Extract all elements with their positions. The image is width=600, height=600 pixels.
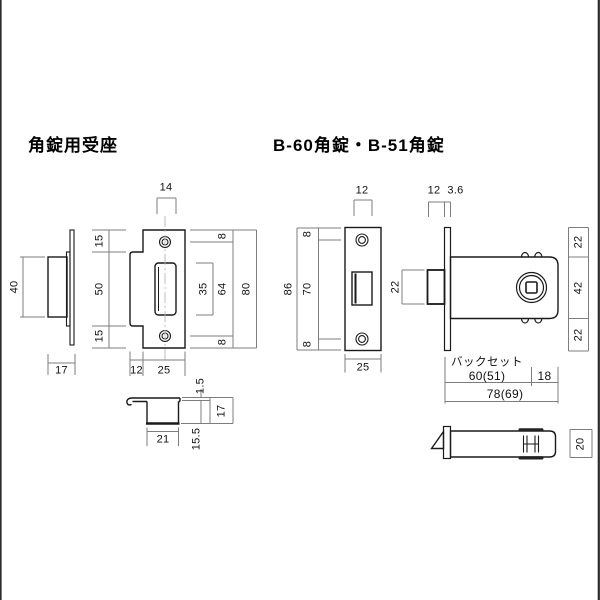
strike-latch-slot (154, 262, 177, 316)
dim-strike-width-25: 25 (157, 364, 171, 376)
dim-lock-total-86: 86 (282, 282, 295, 296)
dim-side-seg-42: 42 (572, 281, 584, 295)
strike-section-plate-top (126, 397, 180, 406)
lock-side-view (426, 226, 559, 352)
lock-latch-slot (351, 271, 373, 306)
lock-front-view (344, 226, 382, 352)
dim-bolt-height-22: 22 (389, 280, 401, 294)
dim-lock-mid-70: 70 (301, 282, 314, 296)
dim-side-seg-22-top: 22 (572, 235, 584, 249)
dim-strike-total-80: 80 (240, 282, 252, 296)
dim-lock-edge-8-top: 8 (301, 230, 314, 238)
dim-lock-slot-12: 12 (355, 184, 369, 197)
latch-unit-view (430, 425, 557, 460)
dim-lock-width-25: 25 (356, 361, 370, 373)
strike-side-view (47, 229, 75, 346)
dim-strike-slot-35: 35 (197, 282, 210, 296)
dim-section-total-17: 17 (215, 404, 227, 417)
strike-section-box-walls (146, 401, 180, 423)
strike-front-view (129, 229, 186, 349)
dim-total-78-69: 78(69) (486, 387, 524, 401)
dim-section-plate-1-5: 1.5 (194, 377, 207, 395)
left-section-title: 角錠用受座 (28, 136, 118, 155)
dim-side-seg-22-bottom: 22 (572, 328, 584, 342)
latch-unit-dimension-lines (569, 429, 593, 458)
lock-case-outline (449, 256, 559, 320)
latch-bevel-tip (430, 429, 445, 450)
dim-hub-edge-18: 18 (537, 369, 552, 383)
dim-section-box-21: 21 (156, 433, 170, 445)
strike-plate-outline (129, 229, 186, 349)
latch-faceplate-edge (442, 425, 452, 460)
strike-section-dimension-lines (146, 389, 234, 446)
latch-hub-detail (522, 435, 540, 453)
dim-strike-mid-64: 64 (216, 282, 229, 296)
dim-strike-edge-8-top: 8 (216, 232, 229, 240)
dim-bolt-projection-12: 12 (427, 184, 441, 197)
latch-bolt (426, 269, 446, 305)
lock-front-dimension-lines (296, 199, 382, 373)
strike-left-dimension-chain (92, 229, 126, 349)
dim-strike-side-17: 17 (55, 364, 68, 377)
case-bottom-lugs (520, 318, 543, 324)
dim-lock-edge-8-bottom: 8 (301, 340, 314, 348)
dim-faceplate-3-6: 3.6 (447, 184, 464, 197)
lock-side-dimension-lines (401, 201, 589, 404)
backset-label: バックセット (451, 356, 523, 369)
latch-tube-outline (449, 430, 557, 458)
dim-strike-seg-15-top: 15 (93, 234, 106, 248)
dim-strike-seg-50: 50 (93, 282, 106, 296)
latch-bottom-tab (518, 456, 544, 460)
spindle-hub (515, 271, 548, 304)
strike-dust-box (47, 256, 68, 318)
lock-screw-hole-bottom (355, 332, 369, 346)
case-top-lugs (520, 251, 543, 258)
dim-backset-60-51: 60(51) (468, 369, 506, 383)
strike-plate-edge (69, 229, 75, 346)
lock-faceplate-outline (344, 226, 382, 352)
strike-front-dimension-lines (129, 197, 257, 376)
dim-strike-seg-15-bottom: 15 (93, 329, 106, 343)
dim-strike-tab-14: 14 (159, 181, 173, 194)
lock-screw-hole-top (355, 233, 369, 247)
dim-strike-edge-8-bottom: 8 (216, 338, 229, 346)
dim-strike-lip-12: 12 (130, 364, 143, 376)
strike-side-dimension-lines (20, 256, 76, 375)
dim-latch-height-20: 20 (574, 437, 587, 451)
right-section-title: B-60角錠・B-51角錠 (273, 136, 445, 155)
dim-strike-depth-40: 40 (8, 280, 21, 294)
latch-top-tab (518, 428, 544, 432)
dim-section-depth-15-5: 15.5 (190, 427, 202, 450)
strike-section-view (126, 397, 181, 425)
